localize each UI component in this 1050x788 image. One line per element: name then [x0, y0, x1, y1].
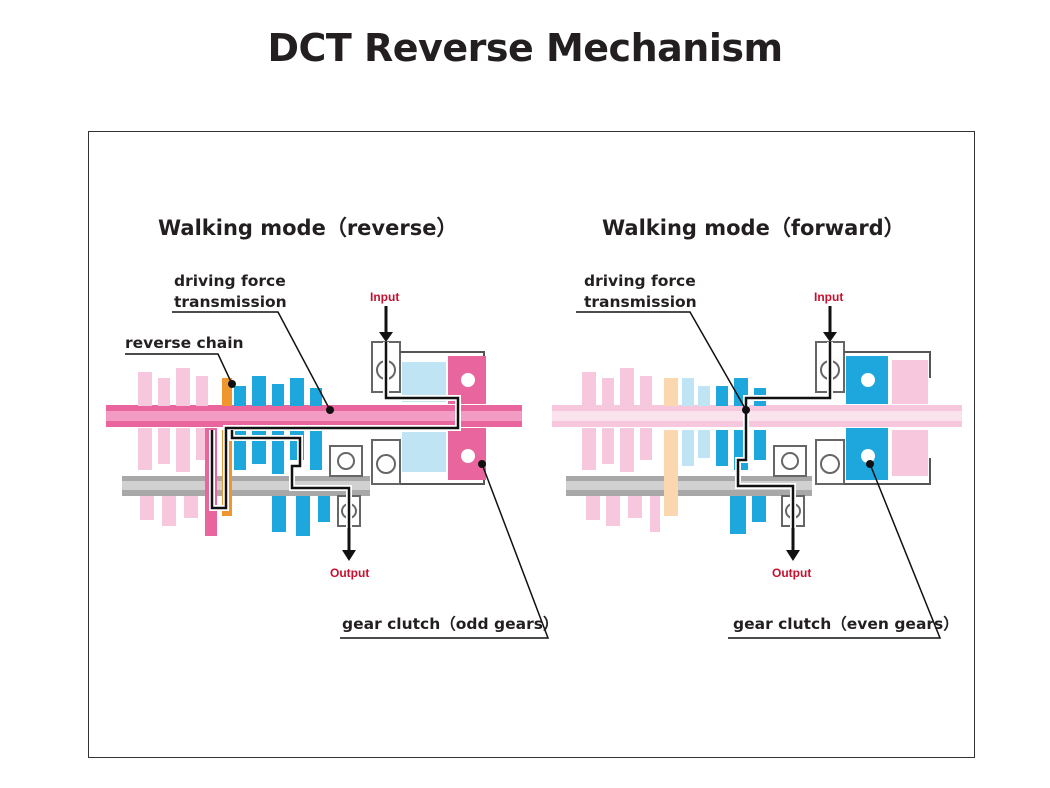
label-gear-clutch-odd: gear clutch（odd gears） — [342, 615, 559, 633]
odd-clutch-ghost — [892, 360, 928, 476]
label-transmission: transmission — [584, 293, 697, 311]
driving-force-path — [209, 342, 461, 528]
label-output: Output — [772, 566, 812, 580]
gears-ghost-blue — [682, 378, 710, 466]
gears-upper-blue — [234, 376, 322, 406]
bearings — [773, 341, 845, 527]
label-driving-force: driving force — [174, 272, 286, 290]
leader-lines — [576, 311, 942, 639]
driving-force-path — [735, 342, 833, 528]
label-driving-force: driving force — [584, 272, 696, 290]
label-output: Output — [330, 566, 370, 580]
panel-heading-reverse: Walking mode（reverse） — [158, 216, 458, 240]
reverse-chain-ghost — [664, 378, 678, 516]
page-title: DCT Reverse Mechanism — [267, 26, 783, 70]
label-input: Input — [370, 290, 400, 304]
panel-heading-forward: Walking mode（forward） — [602, 216, 905, 240]
leader-lines — [125, 311, 550, 639]
label-reverse-chain: reverse chain — [125, 334, 244, 352]
label-gear-clutch-even: gear clutch（even gears） — [733, 615, 959, 633]
odd-gears-ghost — [582, 368, 660, 532]
diagram-frame — [88, 131, 975, 758]
label-transmission: transmission — [174, 293, 287, 311]
label-input: Input — [814, 290, 844, 304]
